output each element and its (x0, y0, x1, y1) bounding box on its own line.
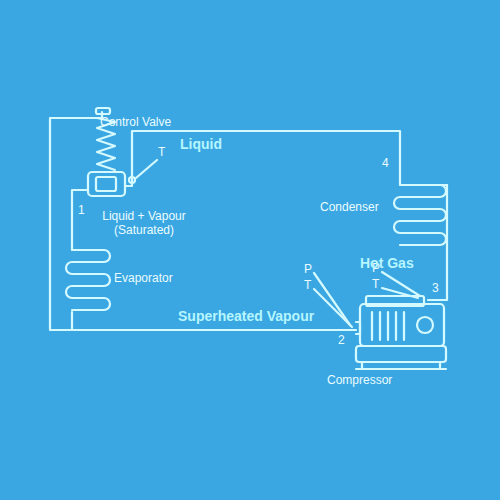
component-label: Compressor (327, 374, 392, 388)
state-label: Hot Gas (360, 255, 414, 271)
callout-number: 3 (432, 282, 439, 296)
leader-line (314, 289, 352, 327)
leader-line (314, 273, 350, 325)
state-label: Liquid + Vapour (Saturated) (88, 210, 200, 238)
sensor-label: T (372, 278, 379, 292)
compressor (356, 296, 446, 369)
sensor-label: T (304, 279, 311, 293)
evaporator-outlet (71, 312, 73, 330)
callout-number: 2 (338, 334, 345, 348)
component-label: Evaporator (114, 272, 173, 286)
callout-number: 4 (382, 157, 389, 171)
component-label: Control Valve (100, 116, 171, 130)
component-label: Condenser (320, 201, 379, 215)
leader-line (136, 160, 157, 178)
evaporator-inlet (72, 190, 88, 250)
coil-windings (66, 185, 447, 310)
sensor-label: P (304, 263, 312, 277)
state-label: Liquid (180, 136, 222, 152)
liquid-line (125, 131, 400, 186)
callout-number: 1 (78, 204, 85, 218)
state-label: Superheated Vapour (178, 308, 314, 324)
sensor-label: T (158, 146, 165, 160)
